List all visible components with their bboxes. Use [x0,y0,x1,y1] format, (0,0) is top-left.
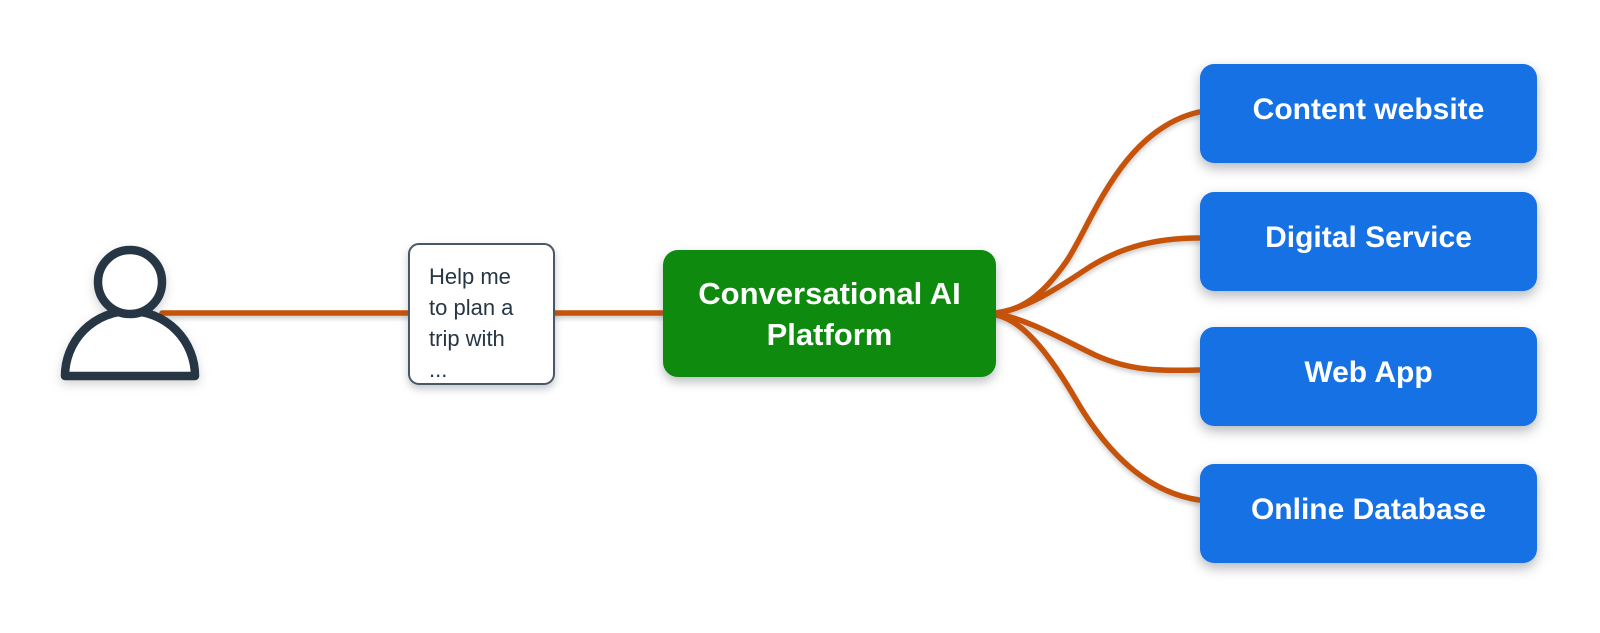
channel-label: Web App [1304,355,1433,389]
user-message-bubble: Help me to plan a trip with ... [408,243,555,385]
message-line: to plan a [429,295,514,320]
channel-node-digital-service: Digital Service [1200,192,1537,291]
channel-node-content-website: Content website [1200,64,1537,163]
platform-to-content-website-connector [993,109,1202,316]
channel-label: Digital Service [1265,220,1472,254]
channel-node-online-database: Online Database [1200,464,1537,563]
user-icon [60,245,200,381]
platform-to-digital-service-connector [993,235,1202,316]
platform-node: Conversational AI Platform [663,250,996,377]
channel-label: Online Database [1250,492,1487,526]
platform-to-online-database-connector [993,312,1202,503]
channel-node-web-app: Web App [1200,327,1537,426]
message-line: ... [429,357,448,382]
message-line: trip with [429,326,505,351]
channel-label: Content website [1252,92,1485,126]
message-line: Help me [429,264,511,289]
user-head-shape [93,245,167,319]
user-body-shape [60,306,200,381]
platform-label: Conversational AI Platform [698,275,961,352]
platform-to-web-app-connector [993,311,1202,374]
